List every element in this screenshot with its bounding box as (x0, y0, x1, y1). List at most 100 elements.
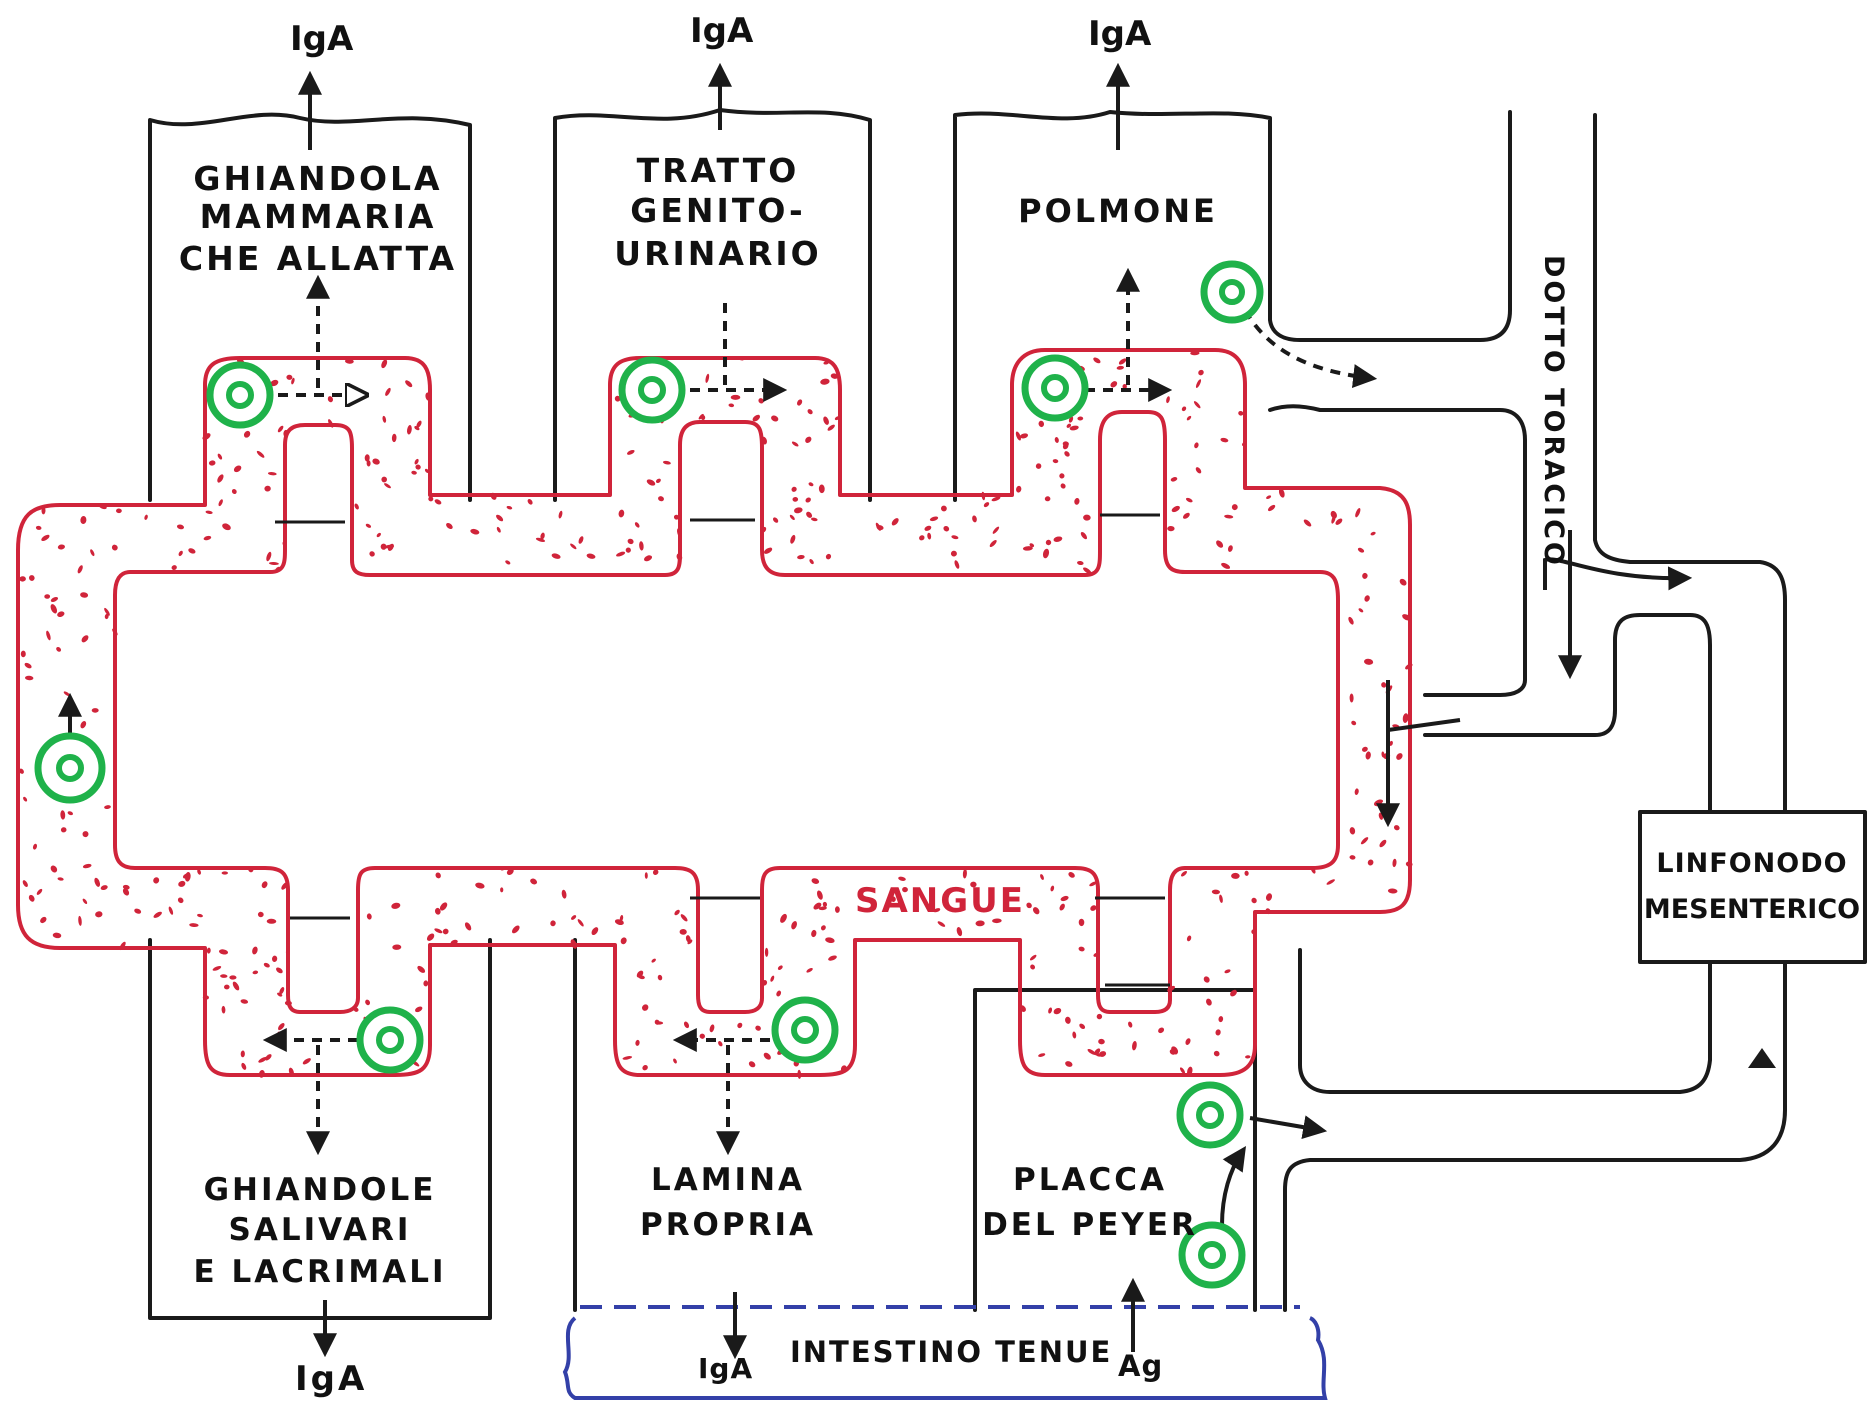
blood-dot (1220, 437, 1229, 443)
blood-dot (207, 947, 211, 953)
blood-dot (811, 517, 818, 521)
blood-dot (89, 549, 95, 557)
blood-dot (80, 516, 87, 524)
blood-dot (445, 522, 454, 531)
blood-dot (28, 574, 36, 582)
blood-dot (1370, 531, 1376, 536)
blood-dot (277, 1022, 286, 1031)
blood-dot (365, 523, 372, 529)
lymphocyte-cells (38, 264, 1260, 1285)
blood-dot (80, 634, 89, 644)
blood-dot (643, 554, 653, 562)
blood-dot (116, 508, 122, 513)
blood-dot (381, 477, 387, 483)
blood-dot (792, 497, 798, 502)
blood-dot (277, 425, 285, 433)
blood-dot (1354, 507, 1361, 518)
blood-dot (205, 510, 213, 514)
blood-dot (49, 603, 58, 614)
blood-dot (683, 1021, 690, 1029)
blood-dot (1349, 855, 1355, 860)
blood-dot (1326, 878, 1336, 886)
blood-dot (1365, 751, 1372, 760)
blood-dot (1180, 870, 1188, 877)
blood-dot (371, 457, 380, 465)
blood-dot (368, 550, 376, 558)
blood-dot (657, 495, 664, 502)
blood-dot (25, 676, 34, 681)
blood-dot (442, 928, 449, 935)
lamina-label-2: PROPRIA (640, 1207, 816, 1243)
blood-dot (277, 1031, 282, 1039)
blood-dot (618, 509, 625, 518)
blood-dot (1080, 531, 1089, 540)
blood-dot (44, 594, 50, 599)
blood-dot (243, 430, 252, 439)
blood-dot (203, 535, 212, 541)
blood-dot (1231, 873, 1240, 879)
blood-dot (187, 547, 196, 554)
blood-dot (475, 882, 486, 890)
blood-dot (808, 482, 814, 488)
blood-dot (1067, 871, 1076, 879)
blood-dot (804, 435, 813, 444)
cell-salivary (360, 1010, 420, 1070)
blood-dot (1171, 505, 1181, 514)
blood-dot (1096, 1013, 1103, 1020)
blood-dot (60, 827, 66, 833)
blood-dot (464, 921, 473, 931)
blood-dot (21, 651, 26, 658)
blood-dot (1185, 497, 1193, 503)
blood-dot (822, 416, 830, 426)
blood-dot (1015, 485, 1021, 493)
blood-dot (770, 414, 779, 422)
blood-dot (104, 805, 111, 810)
blood-dot (354, 503, 360, 510)
blood-label: SANGUE (855, 881, 1025, 921)
mammary-label-1: GHIANDOLA (193, 159, 442, 198)
blood-dot (1060, 482, 1067, 489)
salivary-label-3: E LACRIMALI (194, 1254, 447, 1290)
blood-dot (1063, 450, 1071, 458)
blood-dot (240, 999, 248, 1005)
blood-dot (981, 492, 986, 501)
blood-dot (1092, 356, 1101, 364)
blood-dot (1045, 539, 1052, 546)
blood-dot (111, 544, 119, 552)
blood-dot (983, 501, 990, 508)
blood-dot (956, 926, 963, 936)
blood-dot (505, 559, 512, 565)
blood-dot (63, 691, 71, 698)
blood-dot (28, 894, 36, 903)
blood-dot (820, 378, 830, 386)
blood-dot (1364, 658, 1374, 665)
blood-dot (590, 926, 599, 936)
blood-dot (376, 532, 382, 538)
blood-dot (32, 843, 37, 850)
blood-dot (1072, 1031, 1077, 1038)
blood-dot (495, 514, 504, 523)
blood-dot (1215, 539, 1225, 549)
blood-dot (1250, 897, 1257, 905)
blood-dot (1053, 536, 1063, 543)
blood-dot (1166, 396, 1171, 404)
blood-dot (620, 936, 628, 945)
blood-dot (1047, 1007, 1052, 1014)
blood-dot (626, 449, 635, 456)
blood-dot (384, 387, 392, 397)
blood-dot (1109, 380, 1118, 389)
blood-dot (100, 884, 108, 891)
blood-dot (1367, 859, 1375, 867)
lung-label: POLMONE (1018, 192, 1218, 230)
blood-dot (1170, 476, 1178, 482)
blood-dot (793, 507, 803, 514)
blood-dot (411, 470, 417, 475)
blood-dot (406, 425, 412, 435)
blood-dot (22, 879, 29, 888)
blood-dot (82, 863, 91, 869)
blood-dot (827, 424, 836, 432)
blood-dot (506, 505, 512, 510)
blood-dot (1360, 836, 1369, 845)
blood-dot (92, 708, 99, 713)
blood-dot (217, 453, 223, 460)
